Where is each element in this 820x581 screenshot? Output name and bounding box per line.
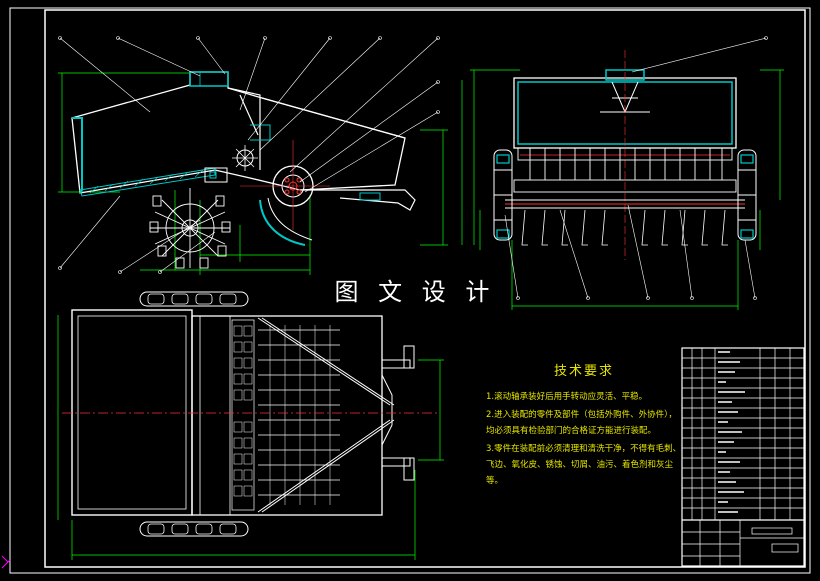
side-view bbox=[58, 36, 463, 275]
inner-border bbox=[44, 9, 806, 568]
front-view bbox=[470, 36, 784, 310]
requirement-item-1: 1.滚动轴承装好后用手转动应灵活、平稳。 bbox=[486, 392, 648, 402]
title-block-cell-marks bbox=[718, 351, 745, 513]
requirement-item-3: 3.零件在装配前必须清理和清洗干净，不得有毛刺、飞边、氧化皮、锈蚀、切屑、油污、… bbox=[486, 444, 682, 486]
corner-mark bbox=[1, 555, 11, 569]
technical-requirements-title: 技术要求 bbox=[553, 364, 614, 379]
technical-requirements: 技术要求 1.滚动轴承装好后用手转动应灵活、平稳。 2.进入装配的零件及部件（包… bbox=[486, 360, 682, 491]
title-block bbox=[681, 347, 805, 567]
outer-border bbox=[9, 7, 811, 574]
top-view bbox=[57, 291, 444, 560]
watermark-title: 图 文 设 计 bbox=[330, 272, 500, 312]
requirement-item-2: 2.进入装配的零件及部件（包括外购件、外协件），均必须具有检验部门的合格证方能进… bbox=[486, 410, 677, 436]
